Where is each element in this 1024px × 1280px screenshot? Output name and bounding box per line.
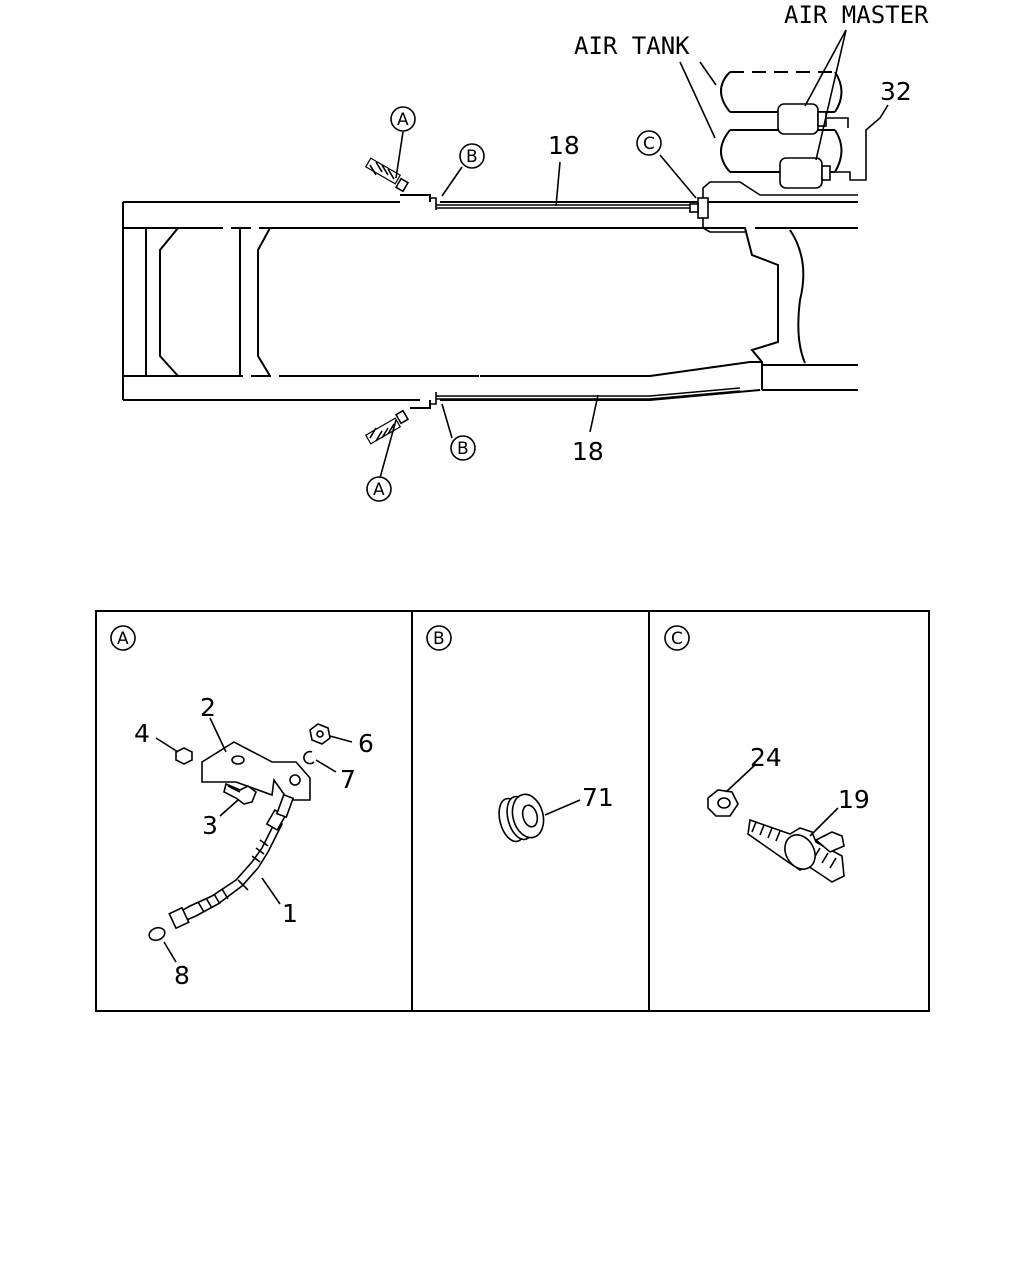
callout-18-top: 18 xyxy=(548,131,580,160)
svg-text:A: A xyxy=(373,480,385,500)
o-ring-8 xyxy=(148,926,166,942)
callout-8: 8 xyxy=(174,961,190,990)
panel-a-marker: A xyxy=(110,625,136,651)
nut-24 xyxy=(707,789,739,817)
washer-7 xyxy=(303,750,315,765)
panel-b-marker: B xyxy=(426,625,452,651)
panel-b: B 71 xyxy=(426,625,614,843)
svg-text:C: C xyxy=(643,134,655,154)
svg-text:B: B xyxy=(466,147,478,167)
marker-b-bottom: B xyxy=(450,435,476,461)
air-tank-group xyxy=(720,71,889,189)
callout-18-bottom: 18 xyxy=(572,437,604,466)
nut-4 xyxy=(175,747,193,765)
flex-hose xyxy=(174,818,284,923)
air-pipe-top xyxy=(400,194,690,210)
air-tank-label: AIR TANK xyxy=(574,32,690,60)
air-pipe-bottom xyxy=(410,387,741,409)
marker-c-top: C xyxy=(636,130,662,156)
bracket xyxy=(201,741,311,801)
callout-19: 19 xyxy=(838,785,870,814)
svg-text:B: B xyxy=(457,439,469,459)
svg-text:A: A xyxy=(117,629,129,649)
marker-a-top: A xyxy=(390,106,416,132)
panel-a: A 2 4 6 7 3 1 xyxy=(110,625,374,990)
callout-71: 71 xyxy=(582,783,614,812)
callout-4: 4 xyxy=(134,719,150,748)
marker-a-bottom: A xyxy=(366,476,392,502)
callout-1: 1 xyxy=(282,899,298,928)
callout-24: 24 xyxy=(750,743,782,772)
callout-32: 32 xyxy=(880,77,912,106)
panel-c-marker: C xyxy=(664,625,690,651)
svg-text:A: A xyxy=(397,110,409,130)
callout-7: 7 xyxy=(340,765,356,794)
flex-hose-top xyxy=(364,157,410,193)
detail-panels xyxy=(95,610,930,1012)
tee-fitting-19 xyxy=(747,818,845,883)
callout-3: 3 xyxy=(202,811,218,840)
marker-b-top: B xyxy=(459,143,485,169)
tee-joint xyxy=(689,181,858,233)
chassis-frame xyxy=(122,201,858,401)
panel-c: C 24 19 xyxy=(664,625,870,883)
bolt-3 xyxy=(223,782,257,805)
leader-lines-top xyxy=(379,29,847,479)
grommet xyxy=(498,793,545,843)
air-master-label: AIR MASTER xyxy=(784,1,929,29)
callout-6: 6 xyxy=(358,729,374,758)
nut-6 xyxy=(309,723,331,745)
svg-text:C: C xyxy=(671,629,683,649)
svg-text:B: B xyxy=(433,629,445,649)
flex-hose-bottom xyxy=(364,409,410,445)
callout-2: 2 xyxy=(200,693,216,722)
